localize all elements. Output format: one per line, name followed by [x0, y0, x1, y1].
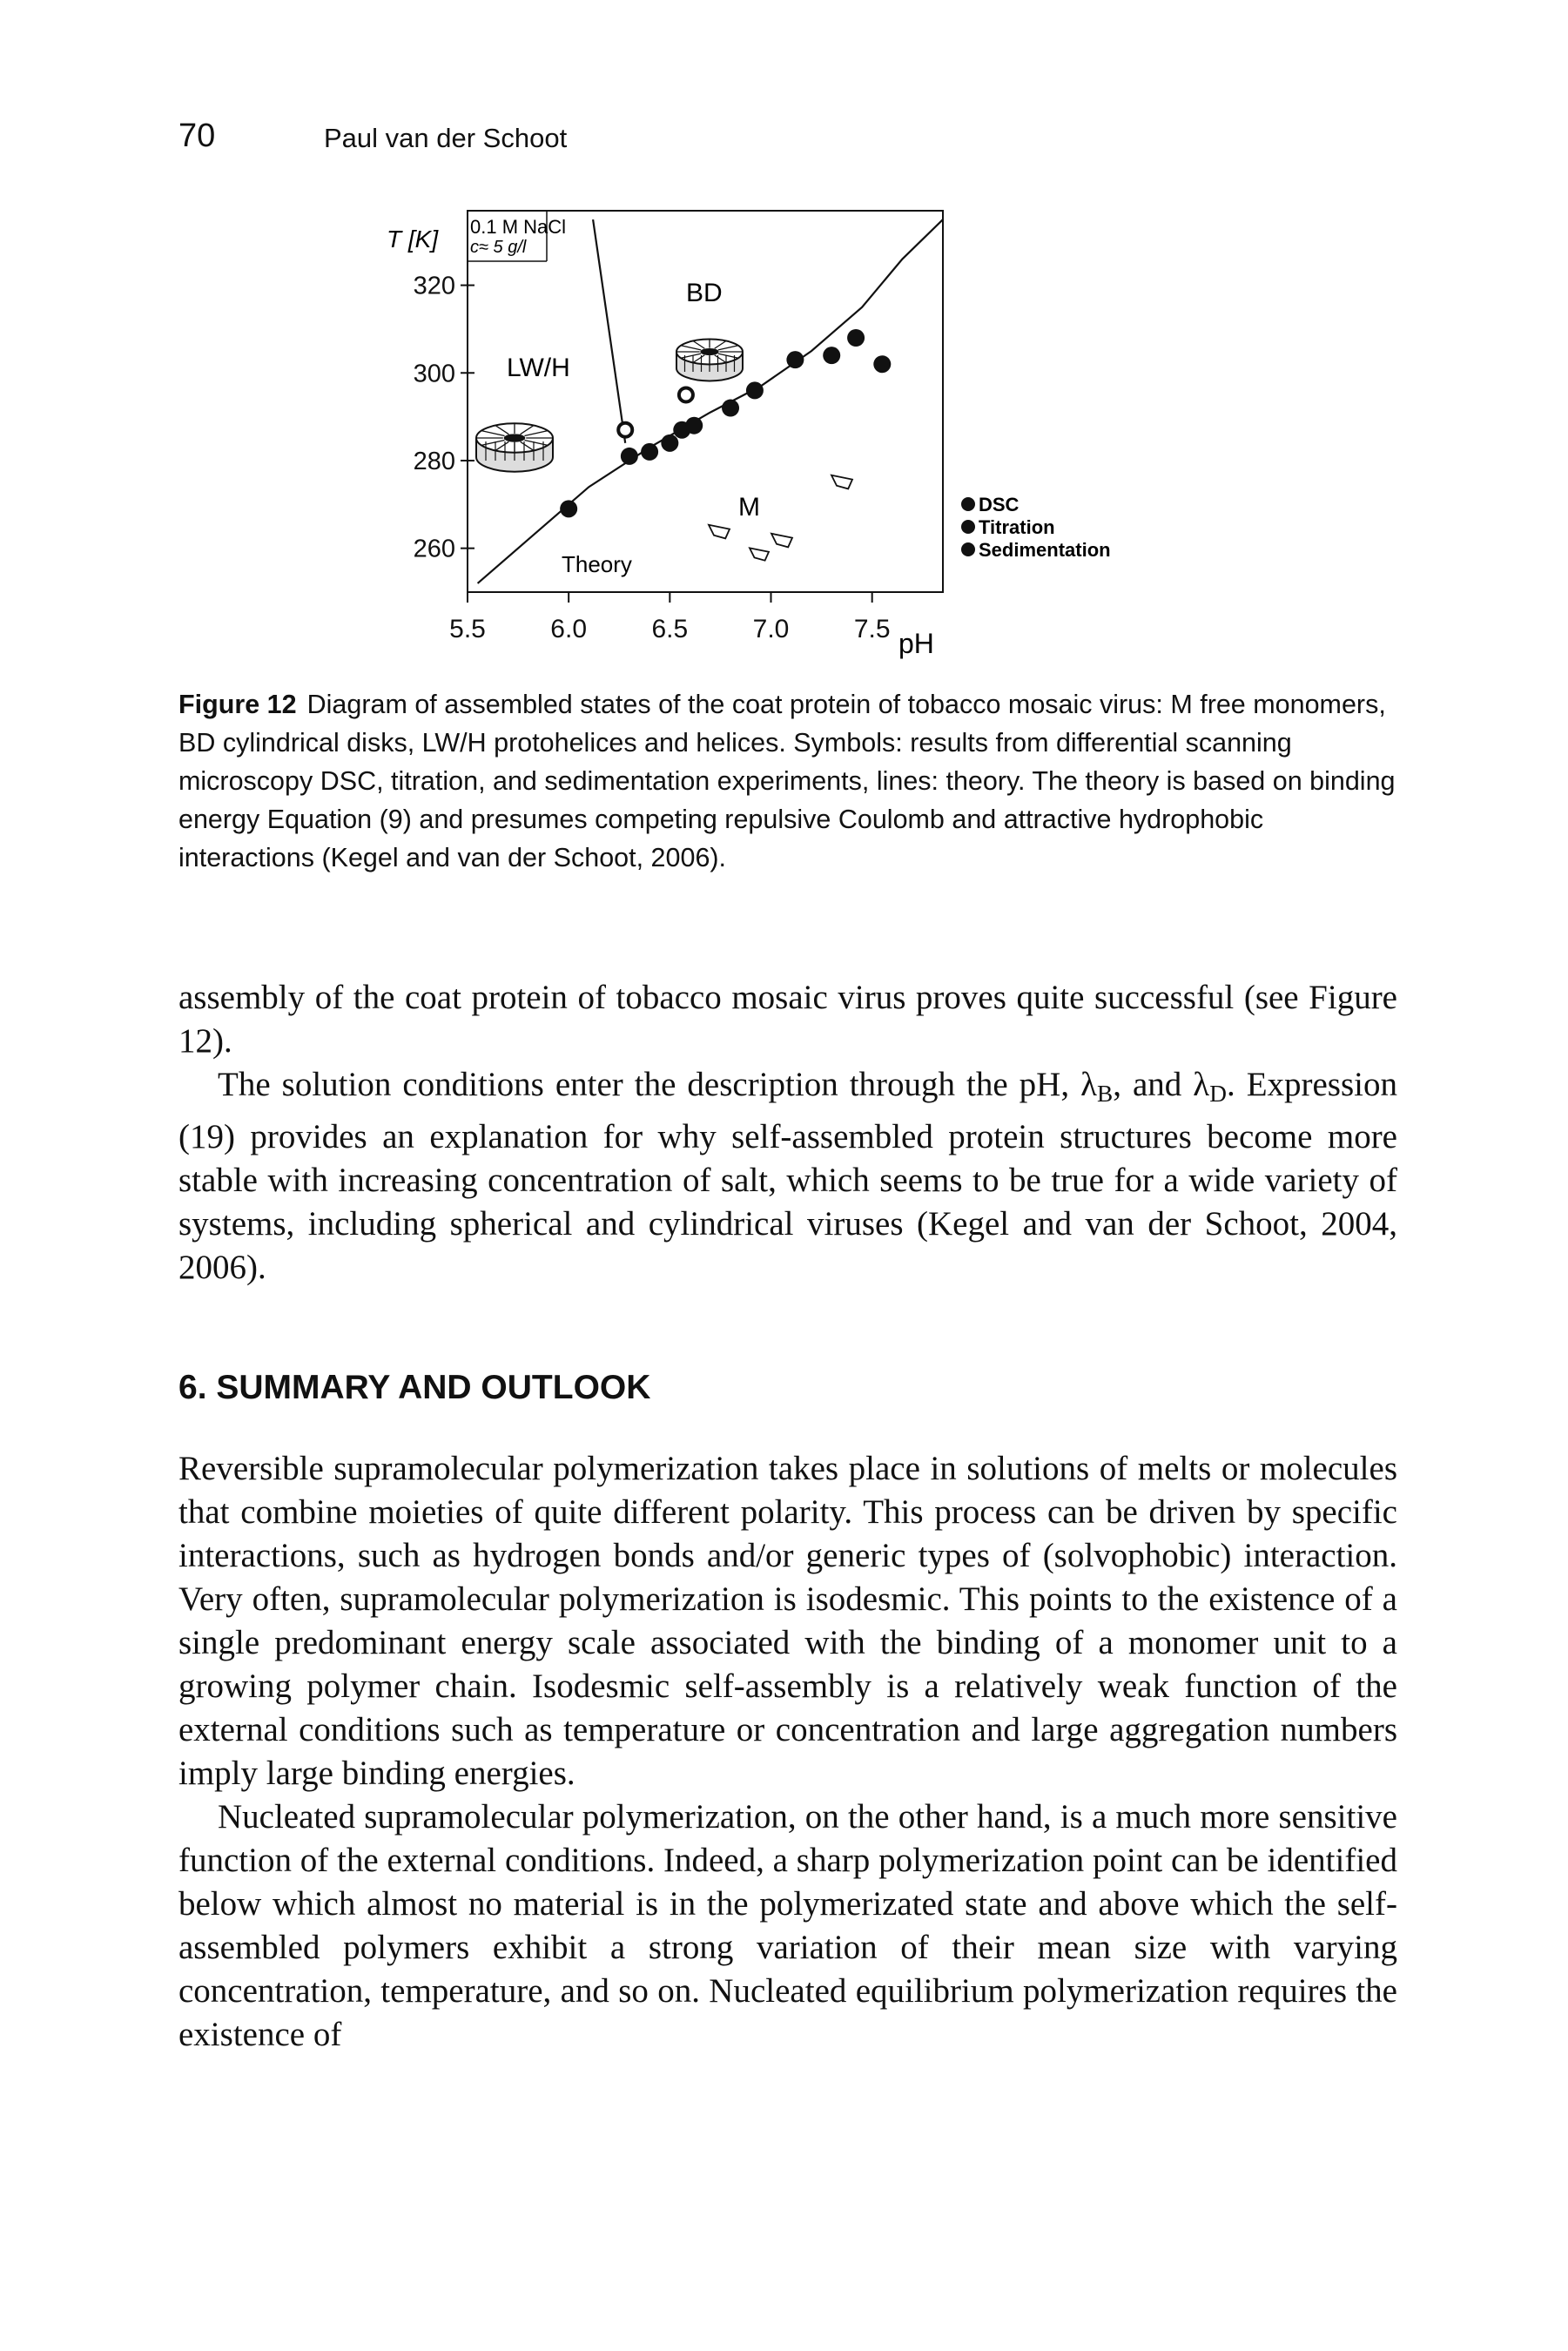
caption-label: Figure 12 [178, 690, 297, 719]
conditions-line-1: 0.1 M NaCl [470, 216, 566, 238]
monomer-icon [707, 523, 731, 540]
line-theory [476, 219, 944, 584]
data-point-dsc [722, 399, 740, 417]
x-tick-label: 6.5 [651, 615, 688, 643]
data-point-dsc [685, 416, 703, 434]
monomer-icon [770, 532, 794, 549]
legend-marker-titration [961, 520, 975, 534]
x-axis-label: pH [898, 628, 934, 659]
body-text-lower: Reversible supramolecular polymerization… [178, 1447, 1397, 2057]
data-point-dsc [620, 447, 638, 465]
data-point-dsc [661, 434, 679, 452]
y-tick-label: 320 [414, 273, 455, 300]
x-tick-label: 7.0 [753, 615, 790, 643]
legend-label-sedimentation: Sedimentation [979, 539, 1111, 561]
legend: DSC Titration Sedimentation [961, 494, 1111, 561]
x-tick-label: 5.5 [449, 615, 486, 643]
paragraph-2: The solution conditions enter the descri… [178, 1063, 1397, 1290]
data-point-dsc [745, 381, 764, 400]
y-tick-label: 260 [414, 536, 455, 563]
page-number: 70 [178, 118, 216, 154]
plot-frame [467, 210, 944, 593]
data-point-dsc [786, 351, 804, 369]
paragraph-2-part-c: . Expression (19) provides an explanatio… [178, 1066, 1398, 1286]
data-point-dsc [560, 500, 578, 518]
bd-disk-icon [676, 338, 744, 382]
conditions-line-2: c≈ 5 g/l [470, 238, 527, 257]
paragraph-1: assembly of the coat protein of tobacco … [178, 979, 1397, 1060]
data-point-dsc [823, 347, 841, 365]
x-tick-label: 7.5 [854, 615, 891, 643]
monomer-icon [748, 547, 771, 562]
running-head: Paul van der Schoot [324, 123, 568, 153]
data-point-titration [616, 421, 635, 439]
paragraph-2-part-b: , and λ [1113, 1066, 1210, 1103]
monomer-icon [830, 474, 854, 490]
paragraph-4: Nucleated supramolecular polymerization,… [178, 1798, 1397, 2053]
lambda-d-subscript: D [1209, 1080, 1227, 1107]
paragraph-3: Reversible supramolecular polymerization… [178, 1450, 1397, 1792]
section-heading: 6. SUMMARY AND OUTLOOK [178, 1369, 651, 1406]
legend-marker-sedimentation [961, 542, 975, 556]
line-theory-boundary-lwh [592, 219, 627, 443]
data-point-titration [676, 386, 695, 404]
y-tick-label: 300 [414, 360, 455, 387]
region-label-theory: Theory [562, 551, 632, 577]
data-point-dsc [641, 442, 659, 461]
region-label-lwh: LW/H [507, 354, 570, 382]
region-label-m: M [738, 493, 760, 522]
lambda-b-subscript: B [1097, 1080, 1114, 1107]
x-tick-label: 6.0 [550, 615, 587, 643]
y-axis-label: T [K] [387, 226, 439, 253]
legend-marker-dsc [961, 497, 975, 511]
region-label-bd: BD [686, 279, 723, 307]
lwh-helix-icon [475, 422, 554, 473]
body-text-upper: assembly of the coat protein of tobacco … [178, 976, 1397, 1290]
legend-label-titration: Titration [979, 516, 1055, 538]
paragraph-2-part-a: The solution conditions enter the descri… [218, 1066, 1098, 1103]
figure-12: 5.5 6.0 6.5 7.0 7.5 260 280 300 320 T [K] pH 0.1… [366, 202, 1219, 672]
y-tick-label: 280 [414, 448, 455, 475]
legend-label-dsc: DSC [979, 494, 1020, 515]
data-point-dsc [847, 329, 865, 347]
caption-text: Diagram of assembled states of the coat … [178, 690, 1396, 872]
phase-diagram-chart: 5.5 6.0 6.5 7.0 7.5 260 280 300 320 T [K] pH 0.1… [387, 210, 1111, 659]
data-point-dsc [873, 355, 892, 374]
